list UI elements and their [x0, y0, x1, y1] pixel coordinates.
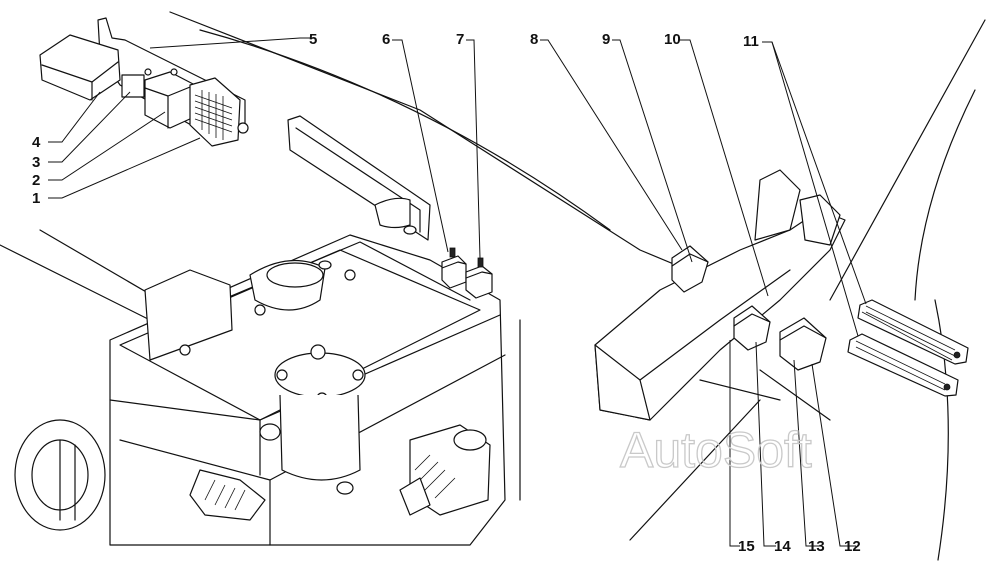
callout-9: 9 — [602, 31, 610, 48]
pulley-area — [14, 419, 266, 531]
callout-1: 1 — [32, 190, 40, 207]
relay-15 — [733, 305, 771, 351]
callout-15: 15 — [738, 538, 755, 555]
callout-8: 8 — [530, 31, 538, 48]
leader-lines — [48, 37, 867, 547]
callout-2: 2 — [32, 172, 40, 189]
callout-14: 14 — [774, 538, 791, 555]
callout-7: 7 — [456, 31, 464, 48]
watermark: AutoSoft — [620, 422, 812, 478]
relay-13 — [779, 317, 827, 371]
relay-6 — [441, 247, 467, 289]
firewall-opening — [287, 115, 431, 241]
callout-12: 12 — [844, 538, 861, 555]
relay-7 — [465, 257, 493, 299]
starter-motor — [399, 424, 491, 516]
fuse-box-assembly — [39, 17, 249, 147]
callout-3: 3 — [32, 154, 40, 171]
relay-8 — [671, 245, 709, 293]
callout-13: 13 — [808, 538, 825, 555]
callout-4: 4 — [32, 134, 41, 151]
callout-10: 10 — [664, 31, 681, 48]
callout-11: 11 — [743, 33, 759, 50]
callout-5: 5 — [309, 31, 317, 48]
callout-labels: 5 4 3 2 1 6 7 8 9 10 11 15 14 13 12 — [32, 31, 861, 555]
fuse-strips — [847, 299, 969, 397]
callout-6: 6 — [382, 31, 390, 48]
oil-filter — [259, 344, 366, 495]
heater-housing — [594, 169, 846, 421]
